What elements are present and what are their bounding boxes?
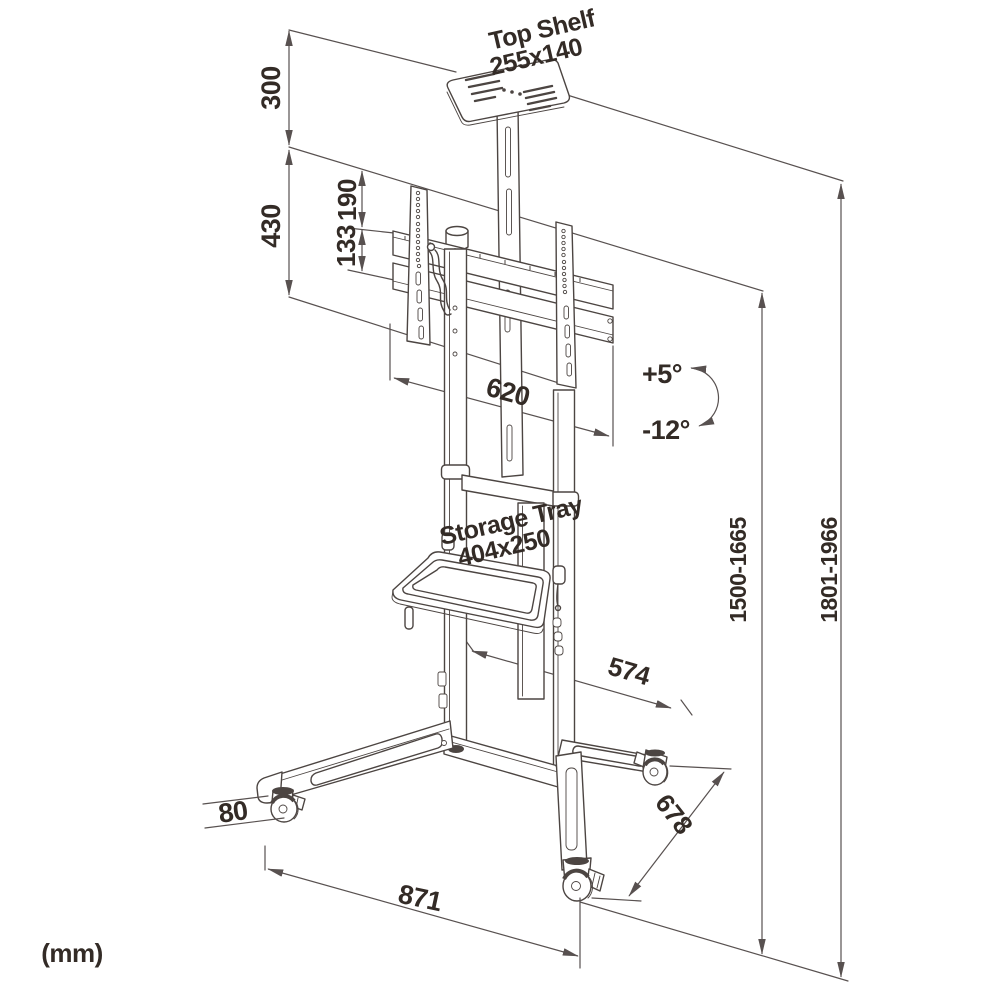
dim-871-label: 871 <box>396 879 445 917</box>
base-beam <box>443 733 559 788</box>
pole-left <box>437 248 468 749</box>
dim-line-871 <box>267 868 579 957</box>
shelf-vent-slots <box>464 72 558 112</box>
tilt-up-label: +5° <box>642 359 682 389</box>
leg-front-right <box>555 751 588 871</box>
top-shelf-plate <box>446 58 571 126</box>
pole-collars <box>440 464 580 507</box>
dim-80-label: 80 <box>217 795 250 829</box>
dim-300-label: 300 <box>256 66 286 110</box>
caster-height-line-top <box>202 795 269 805</box>
dim-574-label: 574 <box>605 651 655 692</box>
storage-tray-drawing <box>391 532 566 634</box>
dim-1500-1665-label: 1500-1665 <box>725 517 751 623</box>
dim-430-label: 430 <box>256 204 286 248</box>
dim-678-label: 678 <box>649 788 698 840</box>
tv-cart-drawing <box>256 58 669 902</box>
tilt-lever <box>426 242 452 316</box>
labels: Top Shelf 255x140 300 430 190 133 620 +5… <box>41 4 842 968</box>
dimension-lines-front <box>202 30 849 982</box>
caster-height-line-bottom <box>204 817 285 829</box>
vesa-bracket-right <box>555 221 577 389</box>
dim-620-label: 620 <box>483 372 533 412</box>
dim-line-678 <box>628 771 725 897</box>
dim-133-label: 133 <box>331 225 361 267</box>
crossbar <box>461 474 554 507</box>
tilt-arc <box>690 365 720 427</box>
unit-label: (mm) <box>41 938 103 968</box>
tilt-down-label: -12° <box>642 415 690 445</box>
dim-1801-1966-label: 1801-1966 <box>816 517 842 623</box>
dim-190-label: 190 <box>332 179 362 221</box>
vesa-bracket-left <box>406 185 431 346</box>
caster-front-left <box>270 787 306 823</box>
vesa-holes-right <box>561 228 568 295</box>
vesa-holes-left <box>415 190 422 269</box>
caster-front-right <box>562 857 605 902</box>
